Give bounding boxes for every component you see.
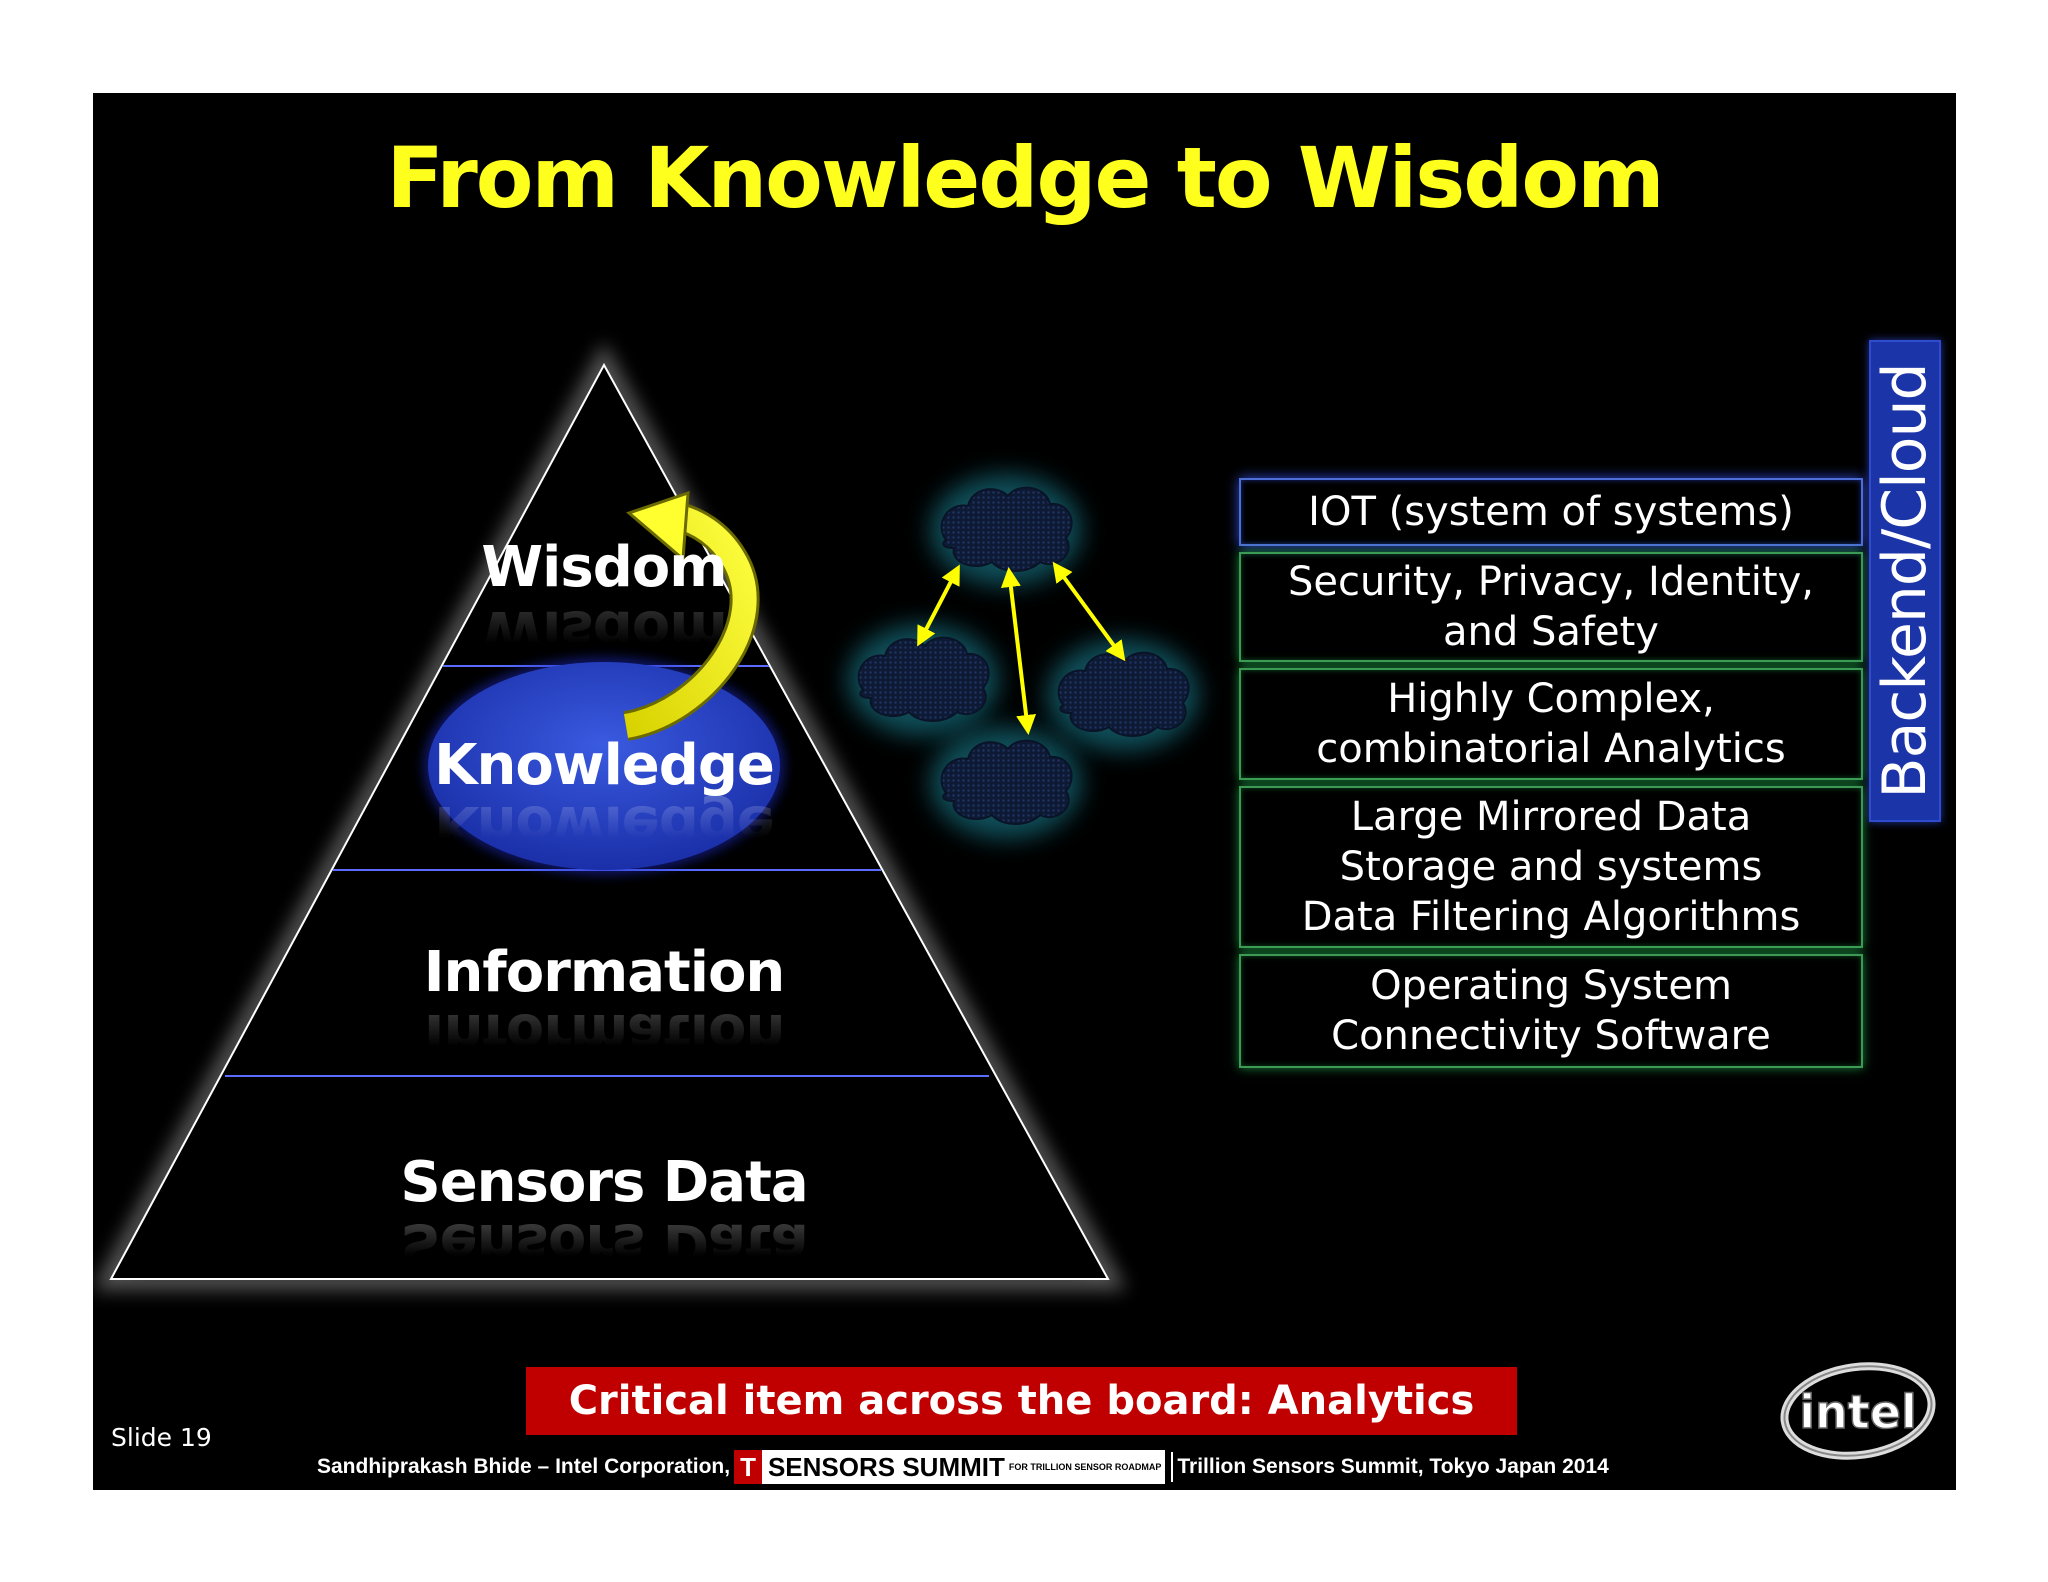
cloud-network (847, 474, 1199, 839)
cloud-icon (930, 474, 1082, 586)
backend-cloud-label: Backend/Cloud (1870, 363, 1940, 799)
footer: Sandhiprakash Bhide – Intel Corporation,… (317, 1450, 1609, 1484)
layer-reflection-information: Information (423, 1001, 785, 1066)
slide: From Knowledge to Wisdom (93, 93, 1956, 1490)
curved-up-arrow-icon (622, 490, 760, 741)
stack-item-analytics: Highly Complex, combinatorial Analytics (1239, 668, 1863, 780)
footer-separator (1171, 1452, 1174, 1482)
layer-reflection-sensors-data: Sensors Data (400, 1211, 808, 1276)
stack-item-storage: Large Mirrored Data Storage and systems … (1239, 786, 1863, 948)
knowledge-ellipse (428, 662, 780, 870)
stack-item-iot: IOT (system of systems) (1239, 478, 1863, 546)
layer-reflection-knowledge: Knowledge (434, 793, 774, 858)
intel-logo-text: intel (1799, 1385, 1916, 1439)
sensors-summit-logo: T SENSORS SUMMIT FOR TRILLION SENSOR ROA… (734, 1450, 1166, 1484)
pyramid-outline (109, 362, 1110, 1280)
stack-item-line: Security, Privacy, Identity, (1288, 559, 1814, 605)
stack-item-line: combinatorial Analytics (1316, 726, 1786, 772)
stack-item-line: Connectivity Software (1331, 1013, 1771, 1059)
diagram-canvas (93, 342, 1199, 1290)
link-arrow (1000, 567, 1037, 735)
summit-logo-title: SENSORS SUMMIT (767, 1451, 1005, 1482)
link-arrow (1052, 561, 1126, 662)
layer-label-knowledge: Knowledge (434, 733, 775, 798)
stack-item-line: Data Filtering Algorithms (1301, 894, 1801, 940)
footer-author: Sandhiprakash Bhide – Intel Corporation, (317, 1455, 731, 1478)
stack-item-line: Large Mirrored Data (1350, 794, 1752, 840)
stack-item-line: Highly Complex, (1387, 676, 1715, 722)
stack-item-security: Security, Privacy, Identity, and Safety (1239, 552, 1863, 662)
summit-logo-t: T (734, 1450, 762, 1484)
backend-cloud-tab: Backend/Cloud (1869, 340, 1941, 822)
intel-logo: intel (1780, 1362, 1936, 1460)
slide-number: Slide 19 (111, 1423, 212, 1452)
stack-item-os: Operating System Connectivity Software (1239, 954, 1863, 1068)
stack-item-line: IOT (system of systems) (1308, 489, 1794, 535)
layer-label-wisdom: Wisdom (481, 535, 727, 600)
cloud-icon (847, 624, 999, 736)
cloud-icon (1047, 639, 1199, 751)
slide-title: From Knowledge to Wisdom (386, 129, 1664, 227)
link-arrow (917, 564, 960, 647)
layer-label-sensors-data: Sensors Data (400, 1150, 808, 1215)
summit-logo-subtitle: FOR TRILLION SENSOR ROADMAP (1008, 1462, 1162, 1472)
stack-item-line: Operating System (1370, 963, 1732, 1009)
footer-event: Trillion Sensors Summit, Tokyo Japan 201… (1177, 1455, 1609, 1478)
layer-label-information: Information (423, 940, 786, 1005)
layer-reflection-wisdom: Wisdom (481, 598, 727, 663)
cloud-icon (930, 727, 1082, 839)
stack-item-line: and Safety (1443, 609, 1659, 655)
technology-stack: IOT (system of systems) Security, Privac… (1239, 478, 1863, 1074)
stack-item-line: Storage and systems (1339, 844, 1763, 890)
analytics-banner: Critical item across the board: Analytic… (526, 1367, 1517, 1435)
